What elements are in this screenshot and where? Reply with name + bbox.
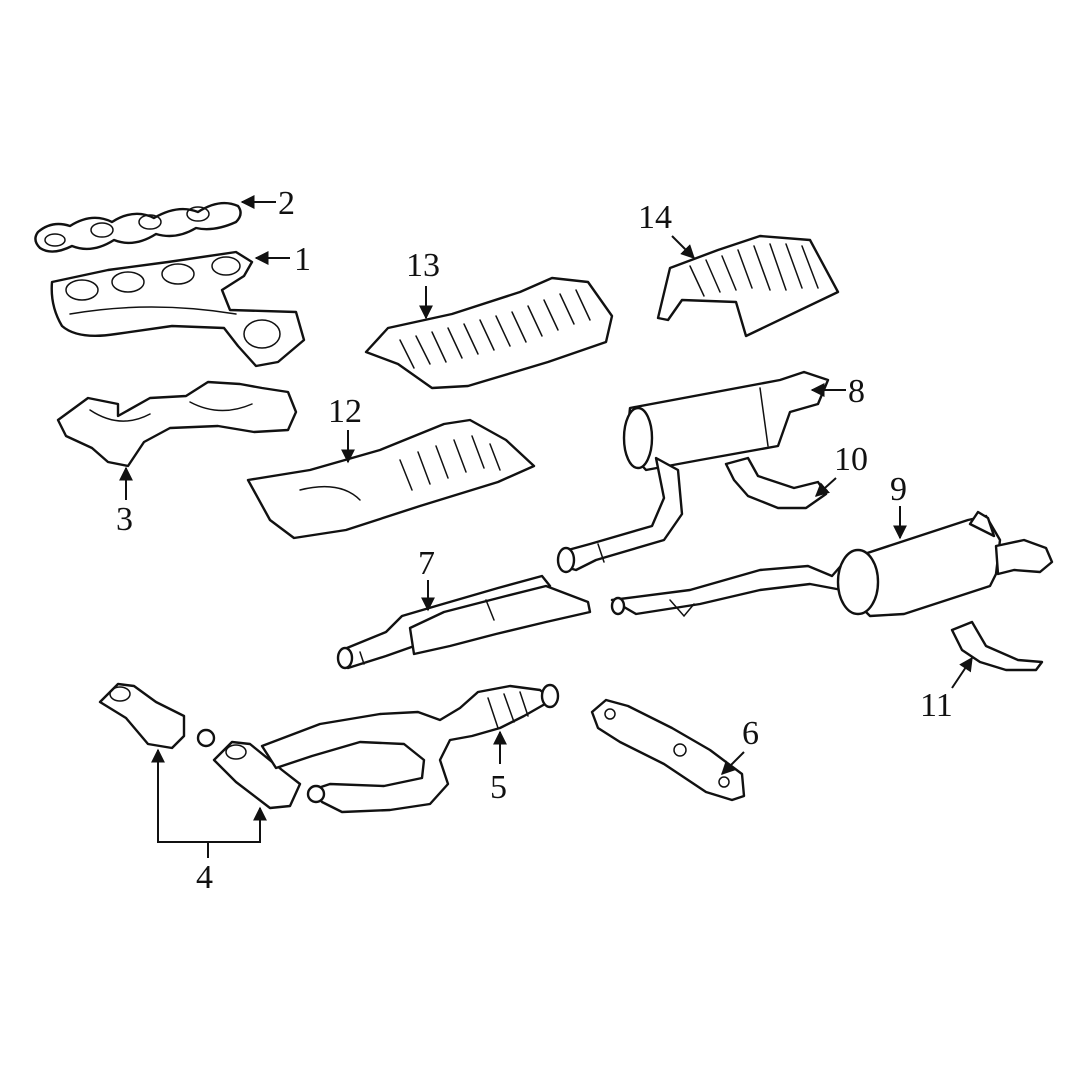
part-11-rear-hanger[interactable] bbox=[950, 620, 1044, 672]
callout-13[interactable]: 13 bbox=[406, 247, 440, 284]
part-13-heat-shield[interactable] bbox=[364, 276, 614, 390]
callout-2[interactable]: 2 bbox=[278, 185, 295, 222]
part-4-catalytic-converters[interactable] bbox=[98, 682, 302, 810]
part-9-rear-muffler[interactable] bbox=[610, 510, 1054, 618]
callout-10[interactable]: 10 bbox=[834, 441, 868, 478]
callout-6[interactable]: 6 bbox=[742, 715, 759, 752]
callout-7[interactable]: 7 bbox=[418, 545, 435, 582]
part-1-exhaust-manifold[interactable] bbox=[50, 250, 306, 368]
part-3-manifold-heat-shield[interactable] bbox=[56, 380, 298, 468]
part-7-intermediate-pipe[interactable] bbox=[336, 574, 592, 670]
part-6-bracket[interactable] bbox=[590, 698, 746, 802]
callout-3[interactable]: 3 bbox=[116, 501, 133, 538]
callout-labels: 2 1 3 4 5 6 7 8 9 10 11 12 13 14 bbox=[116, 185, 953, 896]
part-8-front-muffler[interactable] bbox=[556, 370, 830, 574]
part-5-front-pipe[interactable] bbox=[260, 683, 560, 814]
callout-14[interactable]: 14 bbox=[638, 199, 672, 236]
callout-5[interactable]: 5 bbox=[490, 769, 507, 806]
callout-9[interactable]: 9 bbox=[890, 471, 907, 508]
part-10-hanger[interactable] bbox=[724, 456, 828, 510]
part-12-lower-heat-shield[interactable] bbox=[246, 418, 536, 540]
callout-4[interactable]: 4 bbox=[196, 859, 213, 896]
callout-12[interactable]: 12 bbox=[328, 393, 362, 430]
part-14-rear-heat-shield[interactable] bbox=[656, 234, 840, 338]
callout-11[interactable]: 11 bbox=[920, 687, 953, 724]
callout-8[interactable]: 8 bbox=[848, 373, 865, 410]
part-2-manifold-gasket[interactable] bbox=[34, 201, 242, 253]
callout-1[interactable]: 1 bbox=[294, 241, 311, 278]
leader-lines bbox=[119, 195, 973, 858]
